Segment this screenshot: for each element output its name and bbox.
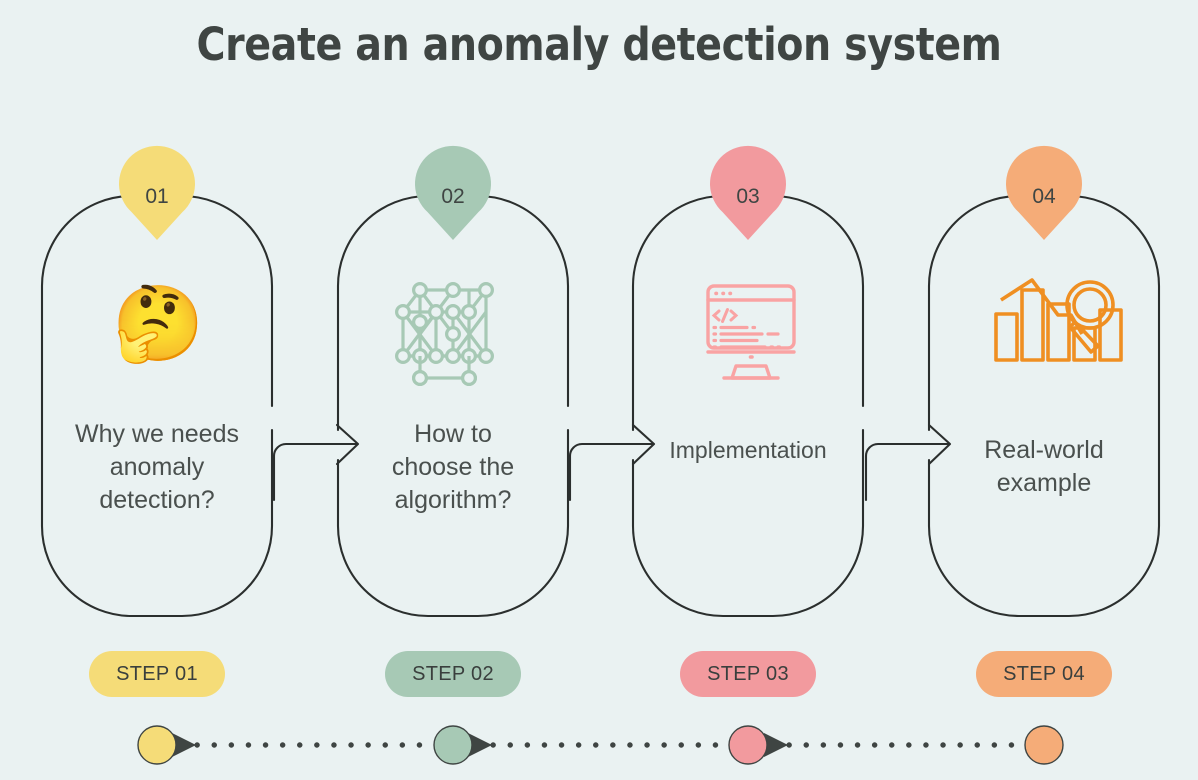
caption-line: anomaly — [109, 453, 205, 481]
code-monitor-icon — [706, 284, 796, 380]
step-caption-04: Real-world example — [919, 434, 1169, 500]
capsule-outlines — [40, 194, 1161, 618]
pin-label-03: 03 — [736, 185, 760, 208]
pin-03 — [710, 145, 787, 240]
pin-01 — [119, 145, 196, 240]
bottom-timeline — [137, 725, 1064, 765]
caption-line: detection? — [99, 486, 215, 514]
caption-line: How to — [414, 420, 492, 448]
timeline-markers — [137, 725, 1064, 765]
step-caption-03: Implementation — [623, 434, 873, 467]
caption-line: Real-world — [984, 436, 1104, 464]
step-pins — [119, 145, 1082, 240]
pin-04 — [1006, 145, 1082, 240]
step-pill-03[interactable]: STEP 03 — [680, 651, 816, 697]
pin-label-01: 01 — [145, 185, 169, 208]
caption-line: example — [996, 469, 1092, 497]
page-title: Create an anomaly detection system — [196, 18, 1002, 71]
caption-line: Implementation — [669, 437, 827, 463]
pin-label-04: 04 — [1032, 185, 1056, 208]
step-caption-01: Why we needs anomaly detection? — [32, 418, 282, 517]
thinking-face-emoji: 🤔 — [112, 282, 205, 365]
step-pill-02[interactable]: STEP 02 — [385, 651, 521, 697]
timeline-arrow-triangles — [172, 733, 788, 757]
pin-label-02: 02 — [441, 185, 465, 208]
caption-line: Why we needs — [75, 420, 239, 448]
connector-arrows — [272, 423, 952, 502]
step-pill-04[interactable]: STEP 04 — [976, 651, 1112, 697]
caption-line: choose the — [391, 453, 515, 481]
step-pill-01[interactable]: STEP 01 — [89, 651, 225, 697]
neural-network-icon — [395, 282, 495, 387]
step-caption-02: How to choose the algorithm? — [328, 418, 578, 517]
caption-line: algorithm? — [394, 486, 512, 514]
pin-02 — [415, 145, 491, 240]
bar-chart-magnifier-icon — [994, 278, 1123, 362]
